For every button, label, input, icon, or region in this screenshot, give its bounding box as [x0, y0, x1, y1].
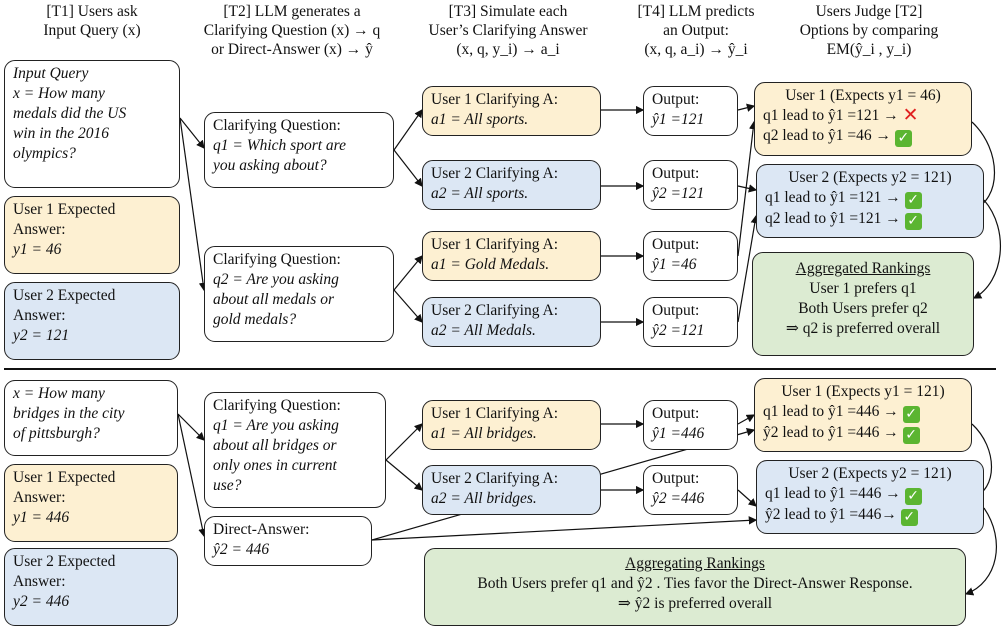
clarifying-question-1: Clarifying Question: q1 = Are you asking…: [204, 392, 386, 508]
clarifying-question-1: Clarifying Question: q1 = Which sport ar…: [204, 112, 394, 188]
check-mark-icon: ✓: [894, 130, 912, 147]
check-mark-icon: ✓: [904, 192, 922, 209]
output-box: Output:ŷ2 =121: [643, 297, 738, 347]
aggregated-rankings: Aggregated Rankings User 1 prefers q1 Bo…: [752, 252, 974, 356]
section-divider: [4, 368, 996, 370]
user2-judgement: User 2 (Expects y2 = 121) q1 lead to ŷ1 …: [756, 164, 984, 238]
cross-mark-icon: ✕: [902, 104, 919, 126]
check-mark-icon: ✓: [904, 213, 922, 230]
output-box: Output:ŷ1 =46: [643, 231, 738, 281]
clarifying-answer-user1: User 1 Clarifying A:a1 = All bridges.: [422, 400, 601, 450]
output-box: Output:ŷ2 =121: [643, 160, 738, 210]
clarifying-question-2: Clarifying Question: q2 = Are you asking…: [204, 246, 394, 342]
output-box: Output:ŷ1 =121: [643, 86, 738, 136]
direct-answer-box: Direct-Answer: ŷ2 = 446: [204, 516, 372, 566]
clarifying-answer-user1: User 1 Clarifying A:a1 = Gold Medals.: [422, 231, 601, 281]
output-box: Output:ŷ1 =446: [643, 400, 738, 450]
output-box: Output:ŷ2 =446: [643, 465, 738, 515]
user1-judgement: User 1 (Expects y1 = 46) q1 lead to ŷ1 =…: [754, 82, 972, 156]
aggregating-rankings-title: Aggregating Rankings: [625, 555, 765, 572]
check-mark-icon: ✓: [900, 509, 918, 526]
check-mark-icon: ✓: [902, 427, 920, 444]
aggregating-rankings: Aggregating Rankings Both Users prefer q…: [424, 548, 966, 626]
user1-judgement: User 1 (Expects y1 = 121) q1 lead to ŷ1 …: [754, 378, 972, 452]
clarifying-answer-user2: User 2 Clarifying A:a2 = All sports.: [422, 160, 601, 210]
check-mark-icon: ✓: [904, 488, 922, 505]
aggregated-rankings-title: Aggregated Rankings: [795, 260, 931, 277]
clarifying-answer-user2: User 2 Clarifying A:a2 = All Medals.: [422, 297, 601, 347]
clarifying-answer-user1: User 1 Clarifying A:a1 = All sports.: [422, 86, 601, 136]
clarifying-answer-user2: User 2 Clarifying A:a2 = All bridges.: [422, 465, 601, 515]
check-mark-icon: ✓: [902, 406, 920, 423]
user2-judgement: User 2 (Expects y2 = 121) q1 lead to ŷ1 …: [756, 460, 984, 534]
